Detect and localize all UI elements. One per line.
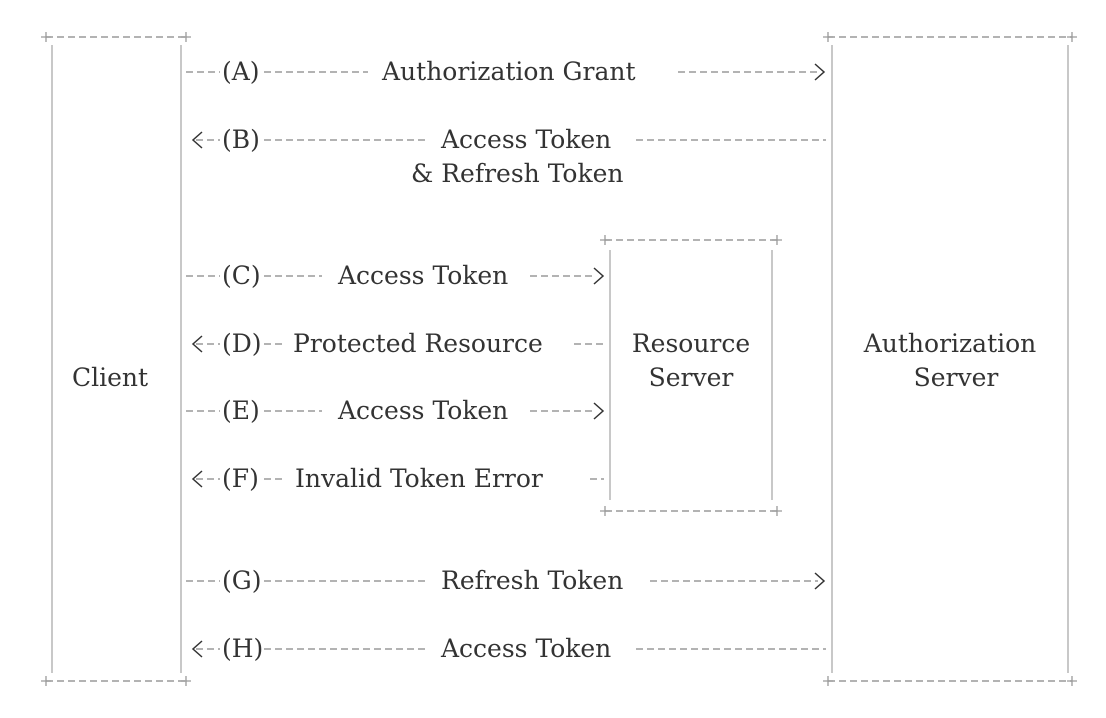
corner — [823, 676, 833, 686]
message-label-c: Access Token — [338, 261, 509, 290]
message-tag-b: (B) — [222, 125, 260, 154]
authorization-server-label-line2: Server — [913, 363, 999, 392]
corner — [772, 506, 782, 516]
arrow-h-head — [191, 640, 203, 658]
corner — [181, 32, 191, 42]
corner — [600, 506, 610, 516]
message-label-f: Invalid Token Error — [295, 464, 543, 493]
resource-server-label-line1: Resource — [631, 329, 751, 358]
corner — [600, 235, 610, 245]
message-tag-d: (D) — [222, 329, 262, 358]
arrow-b-head — [191, 131, 203, 149]
message-tag-e: (E) — [222, 396, 260, 425]
message-tag-f: (F) — [222, 464, 259, 493]
client-label: Client — [72, 363, 149, 392]
message-label-d: Protected Resource — [293, 329, 543, 358]
corner — [1067, 676, 1077, 686]
corner — [41, 676, 51, 686]
corner — [1067, 32, 1077, 42]
message-label-b: Access Token — [441, 125, 612, 154]
message-tag-c: (C) — [222, 261, 261, 290]
resource-server-label-line2: Server — [648, 363, 734, 392]
corner — [181, 676, 191, 686]
corner — [41, 32, 51, 42]
message-tag-g: (G) — [222, 566, 262, 595]
corner — [823, 32, 833, 42]
message-label-g: Refresh Token — [441, 566, 624, 595]
message-label-b-line2: & Refresh Token — [411, 159, 624, 188]
arrow-c-head — [593, 267, 605, 285]
authorization-server-label-line1: Authorization — [863, 329, 1037, 358]
message-label-a: Authorization Grant — [382, 57, 636, 86]
arrow-e-head — [593, 402, 605, 420]
message-label-e: Access Token — [338, 396, 509, 425]
message-tag-a: (A) — [222, 57, 260, 86]
arrow-a-head — [814, 63, 826, 81]
corner — [772, 235, 782, 245]
arrow-d-head — [191, 335, 203, 353]
message-label-h: Access Token — [441, 634, 612, 663]
arrow-g-head — [814, 572, 826, 590]
arrow-f-head — [191, 470, 203, 488]
message-tag-h: (H) — [222, 634, 264, 663]
